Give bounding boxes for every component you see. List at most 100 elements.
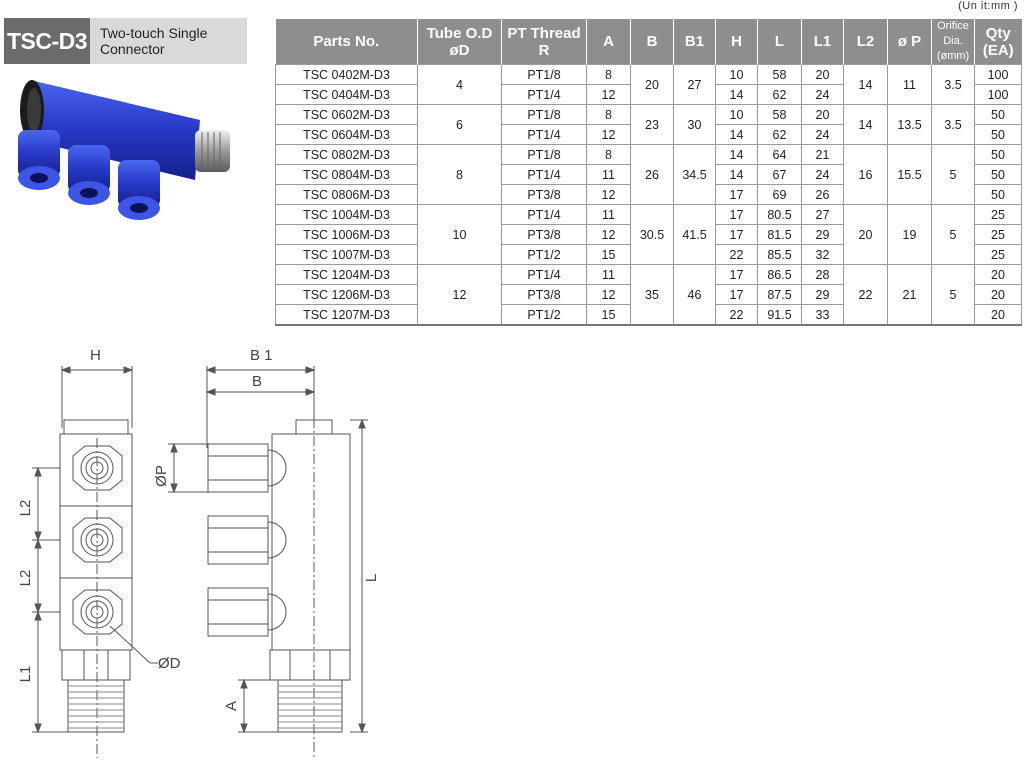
cell-part-no: TSC 1006M-D3 <box>275 224 418 245</box>
cell-phi-p: 11 <box>887 64 932 105</box>
cell-qty: 50 <box>974 164 1022 185</box>
cell-l: 67 <box>757 164 802 185</box>
cell-qty: 25 <box>974 204 1022 225</box>
column-header-sublabel: R <box>538 41 550 59</box>
cell-b1: 46 <box>673 264 716 326</box>
cell-thread: PT1/4 <box>501 124 587 145</box>
cell-b: 26 <box>630 144 674 205</box>
dim-l1-label: L1 <box>17 666 34 683</box>
cell-a: 12 <box>586 184 631 205</box>
cell-qty: 25 <box>974 224 1022 245</box>
unit-note: (Un it:mm ) <box>958 0 1018 12</box>
cell-l1: 29 <box>801 224 844 245</box>
dim-l-label: L <box>363 574 380 582</box>
cell-b1: 30 <box>673 104 716 145</box>
cell-part-no: TSC 0402M-D3 <box>275 64 418 85</box>
cell-l: 62 <box>757 84 802 105</box>
dim-b1-label: B 1 <box>250 347 273 364</box>
cell-b1: 27 <box>673 64 716 105</box>
cell-l2: 16 <box>843 144 888 205</box>
column-header-label: ø P <box>897 33 922 50</box>
cell-h: 17 <box>715 204 758 225</box>
cell-l: 85.5 <box>757 244 802 265</box>
cell-part-no: TSC 1004M-D3 <box>275 204 418 225</box>
cell-thread: PT1/8 <box>501 64 587 85</box>
cell-l1: 26 <box>801 184 844 205</box>
cell-l1: 24 <box>801 124 844 145</box>
cell-a: 12 <box>586 224 631 245</box>
cell-thread: PT1/2 <box>501 304 587 326</box>
cell-orifice: 3.5 <box>931 64 975 105</box>
cell-h: 22 <box>715 304 758 326</box>
cell-l1: 21 <box>801 144 844 165</box>
cell-h: 10 <box>715 64 758 85</box>
cell-l1: 32 <box>801 244 844 265</box>
cell-tube-od: 8 <box>417 144 502 205</box>
cell-a: 8 <box>586 64 631 85</box>
cell-orifice: 5 <box>931 204 975 265</box>
cell-l1: 29 <box>801 284 844 305</box>
cell-thread: PT1/2 <box>501 244 587 265</box>
cell-thread: PT1/4 <box>501 204 587 225</box>
cell-l: 87.5 <box>757 284 802 305</box>
cell-l1: 24 <box>801 164 844 185</box>
cell-b1: 41.5 <box>673 204 716 265</box>
cell-part-no: TSC 0806M-D3 <box>275 184 418 205</box>
dim-a-label: A <box>223 701 240 711</box>
cell-l: 64 <box>757 144 802 165</box>
cell-orifice: 5 <box>931 144 975 205</box>
cell-part-no: TSC 0802M-D3 <box>275 144 418 165</box>
product-photo <box>18 80 230 220</box>
cell-thread: PT3/8 <box>501 184 587 205</box>
cell-b: 30.5 <box>630 204 674 265</box>
column-header-label: L1 <box>813 33 832 50</box>
cell-l: 62 <box>757 124 802 145</box>
cell-l2: 20 <box>843 204 888 265</box>
cell-a: 12 <box>586 84 631 105</box>
cell-tube-od: 12 <box>417 264 502 326</box>
cell-part-no: TSC 1007M-D3 <box>275 244 418 265</box>
cell-thread: PT3/8 <box>501 224 587 245</box>
cell-part-no: TSC 1204M-D3 <box>275 264 418 285</box>
column-header: Orifice Dia.(ømm) <box>931 19 975 65</box>
column-header-label: A <box>603 33 614 50</box>
dim-b-label: B <box>252 373 262 390</box>
cell-a: 8 <box>586 104 631 125</box>
cell-a: 12 <box>586 124 631 145</box>
cell-tube-od: 4 <box>417 64 502 105</box>
column-header-label: B1 <box>684 33 705 50</box>
cell-l: 80.5 <box>757 204 802 225</box>
cell-l1: 20 <box>801 104 844 125</box>
cell-b: 35 <box>630 264 674 326</box>
column-header: A <box>586 19 631 65</box>
dim-h-label: H <box>90 347 101 364</box>
column-header: ø P <box>887 19 932 65</box>
cell-thread: PT1/8 <box>501 104 587 125</box>
cell-a: 8 <box>586 144 631 165</box>
cell-qty: 20 <box>974 264 1022 285</box>
product-code: TSC-D3 <box>4 18 90 64</box>
cell-l1: 24 <box>801 84 844 105</box>
cell-l1: 27 <box>801 204 844 225</box>
cell-phi-p: 15.5 <box>887 144 932 205</box>
column-header: B1 <box>673 19 716 65</box>
cell-orifice: 5 <box>931 264 975 326</box>
cell-qty: 50 <box>974 124 1022 145</box>
cell-l: 86.5 <box>757 264 802 285</box>
cell-orifice: 3.5 <box>931 104 975 145</box>
cell-b: 23 <box>630 104 674 145</box>
cell-b1: 34.5 <box>673 144 716 205</box>
column-header: H <box>715 19 758 65</box>
cell-l2: 14 <box>843 64 888 105</box>
column-header-label: L <box>774 33 785 50</box>
cell-a: 15 <box>586 244 631 265</box>
cell-h: 17 <box>715 284 758 305</box>
cell-part-no: TSC 0604M-D3 <box>275 124 418 145</box>
